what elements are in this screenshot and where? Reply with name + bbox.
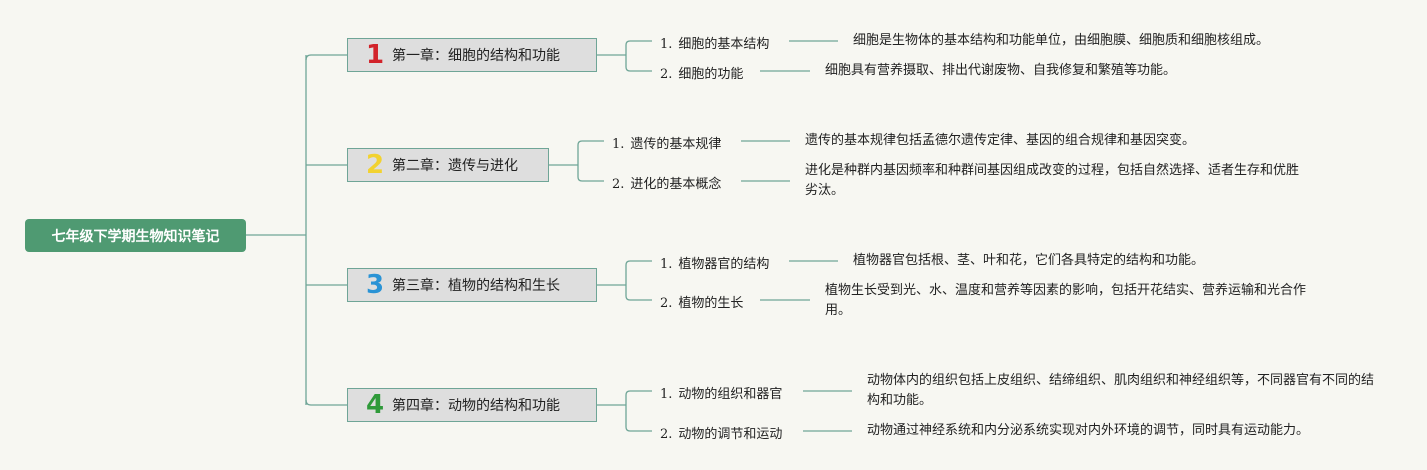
item-index: 1. <box>660 37 673 52</box>
chapter-1-title: 第一章：细胞的结构和功能 <box>392 48 560 64</box>
root-topic[interactable]: 七年级下学期生物知识笔记 <box>25 219 246 252</box>
item-title: 动物的组织和器官 <box>678 387 783 402</box>
chapter-2-node[interactable]: 2 第二章：遗传与进化 <box>347 148 549 182</box>
chapter-1-item-1-desc: 细胞是生物体的基本结构和功能单位，由细胞膜、细胞质和细胞核组成。 <box>853 33 1270 48</box>
item-index: 2. <box>660 296 673 311</box>
chapter-1-node[interactable]: 1 第一章：细胞的结构和功能 <box>347 38 597 72</box>
item-index: 2. <box>660 67 673 82</box>
chapter-4-node[interactable]: 4 第四章：动物的结构和功能 <box>347 388 597 422</box>
chapter-2-item-1-desc: 遗传的基本规律包括孟德尔遗传定律、基因的组合规律和基因突变。 <box>805 133 1196 148</box>
chapter-1-item-2[interactable]: 2. 细胞的功能 <box>660 63 743 82</box>
item-title: 遗传的基本规律 <box>630 137 722 152</box>
chapter-3-node[interactable]: 3 第三章：植物的结构和生长 <box>347 268 597 302</box>
chapter-4-title: 第四章：动物的结构和功能 <box>392 398 560 414</box>
chapter-2-item-2-desc: 进化是种群内基因频率和种群间基因组成改变的过程，包括自然选择、适者生存和优胜劣汰… <box>805 163 1300 198</box>
chapter-2-item-2[interactable]: 2. 进化的基本概念 <box>612 173 721 192</box>
chapter-4-number: 4 <box>366 390 385 420</box>
chapter-3-item-1[interactable]: 1. 植物器官的结构 <box>660 253 769 272</box>
chapter-3-item-2-desc: 植物生长受到光、水、温度和营养等因素的影响，包括开花结实、营养运输和光合作用。 <box>825 283 1307 318</box>
chapter-3-item-2[interactable]: 2. 植物的生长 <box>660 292 743 311</box>
chapter-1-item-1[interactable]: 1. 细胞的基本结构 <box>660 33 769 52</box>
item-title: 动物的调节和运动 <box>678 427 783 442</box>
chapter-2-title: 第二章：遗传与进化 <box>392 158 518 174</box>
chapter-2-number: 2 <box>366 150 385 180</box>
item-title: 细胞的功能 <box>678 67 744 82</box>
item-title: 进化的基本概念 <box>630 177 722 192</box>
item-title: 植物器官的结构 <box>678 257 770 272</box>
chapter-1-item-2-desc: 细胞具有营养摄取、排出代谢废物、自我修复和繁殖等功能。 <box>825 63 1177 78</box>
chapter-4-item-1-desc: 动物体内的组织包括上皮组织、结缔组织、肌肉组织和神经组织等，不同器官有不同的结构… <box>867 373 1375 408</box>
item-title: 细胞的基本结构 <box>678 37 770 52</box>
chapter-1-number: 1 <box>366 40 385 70</box>
chapter-4-item-1[interactable]: 1. 动物的组织和器官 <box>660 383 782 402</box>
item-index: 2. <box>612 177 625 192</box>
chapter-4-item-2[interactable]: 2. 动物的调节和运动 <box>660 423 782 442</box>
item-index: 1. <box>660 387 673 402</box>
chapter-3-title: 第三章：植物的结构和生长 <box>392 278 560 294</box>
item-title: 植物的生长 <box>678 296 744 311</box>
item-index: 1. <box>660 257 673 272</box>
item-index: 1. <box>612 137 625 152</box>
chapter-2-item-1[interactable]: 1. 遗传的基本规律 <box>612 133 721 152</box>
chapter-3-number: 3 <box>366 270 385 300</box>
item-index: 2. <box>660 427 673 442</box>
chapter-4-item-2-desc: 动物通过神经系统和内分泌系统实现对内外环境的调节，同时具有运动能力。 <box>867 423 1310 438</box>
chapter-3-item-1-desc: 植物器官包括根、茎、叶和花，它们各具特定的结构和功能。 <box>853 253 1205 268</box>
